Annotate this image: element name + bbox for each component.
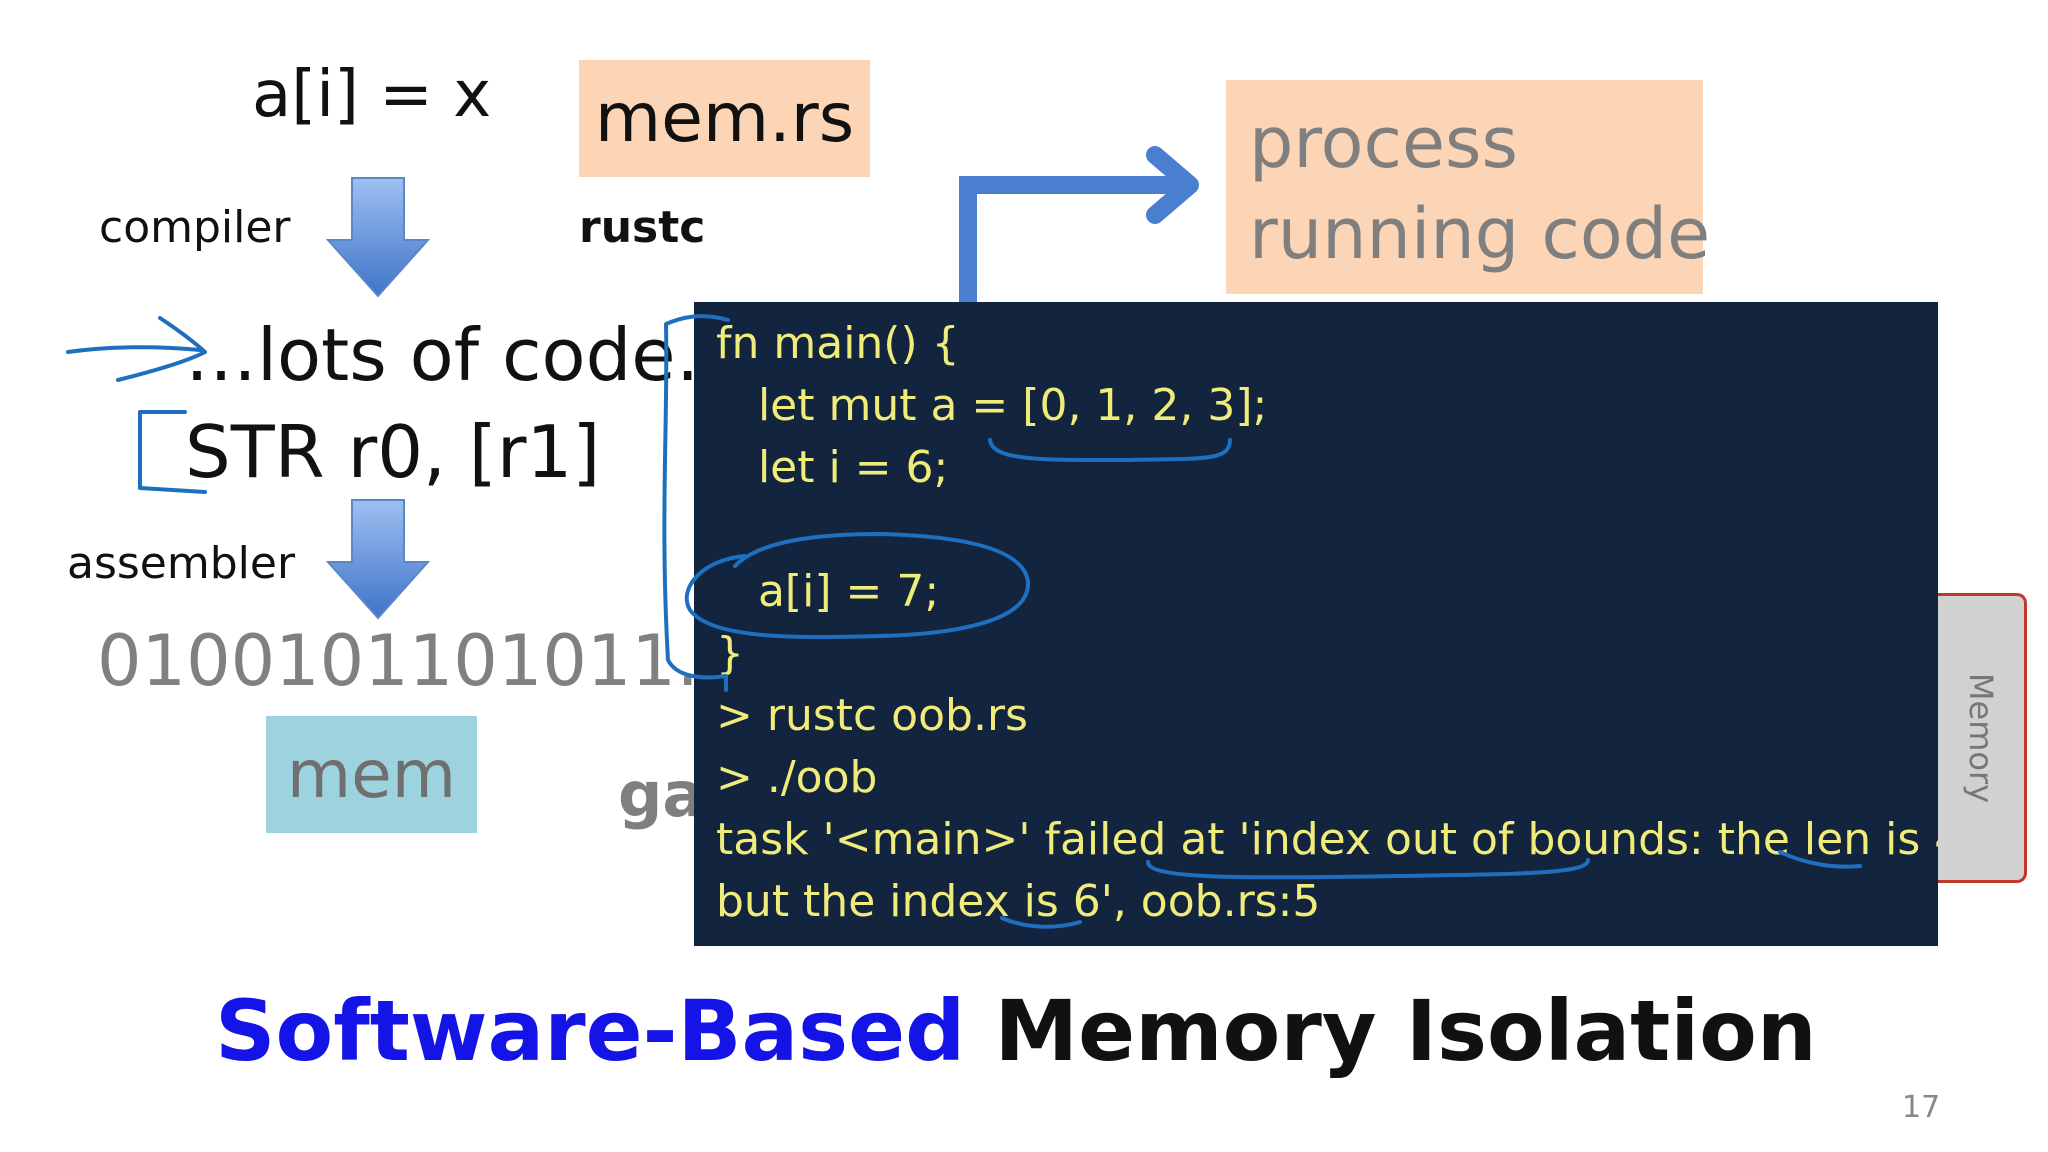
rustc-label: rustc — [579, 202, 706, 253]
process-box: process running code — [1226, 80, 1710, 294]
title-memory-isolation: Memory Isolation — [994, 982, 1817, 1080]
memory-side-tab[interactable]: Memory — [1938, 593, 2027, 883]
code-line: > rustc oob.rs — [716, 690, 1028, 741]
code-terminal-panel: fn main() { let mut a = [0, 1, 2, 3]; le… — [694, 302, 1962, 946]
code-line: a[i] = 7; — [716, 566, 940, 617]
title-software-based: Software-Based — [215, 982, 966, 1080]
store-instruction: STR r0, [r1] — [185, 410, 601, 494]
down-arrow-icon — [326, 177, 430, 298]
code-line: fn main() { — [716, 318, 960, 369]
ink-underline — [988, 438, 1232, 463]
right-angle-arrow-icon — [959, 146, 1199, 310]
process-text-line1: process — [1249, 102, 1518, 184]
lots-of-code-text: …lots of code… — [185, 313, 748, 397]
error-message-line: but the index is 6', oob.rs:5 — [716, 876, 1321, 927]
code-line: } — [716, 628, 744, 679]
down-arrow-icon — [326, 499, 430, 620]
ink-bracket — [138, 410, 207, 494]
code-line: > ./oob — [716, 752, 878, 803]
code-line: let mut a = [0, 1, 2, 3]; — [716, 380, 1268, 431]
ink-underline — [1146, 858, 1590, 880]
ink-arrow-icon — [116, 316, 207, 382]
process-text-line2: running code — [1249, 193, 1711, 275]
assembler-label: assembler — [67, 538, 296, 589]
source-expression: a[i] = x — [252, 58, 492, 132]
page-number: 17 — [1902, 1090, 1941, 1125]
slide-title: Software-Based Memory Isolation — [215, 982, 1817, 1080]
mem-box: mem — [266, 716, 477, 833]
error-message-line: task '<main>' failed at 'index out of bo… — [716, 814, 1963, 865]
mem-rs-box: mem.rs — [579, 60, 870, 177]
ink-arrow-icon — [66, 345, 202, 354]
ink-brace — [662, 314, 730, 692]
ink-underline — [1778, 850, 1862, 869]
ink-circle — [684, 532, 1031, 639]
compiler-label: compiler — [99, 202, 291, 253]
binary-output: 0100101101011… — [97, 620, 746, 702]
ink-underline — [1000, 916, 1082, 929]
code-line: let i = 6; — [716, 442, 949, 493]
